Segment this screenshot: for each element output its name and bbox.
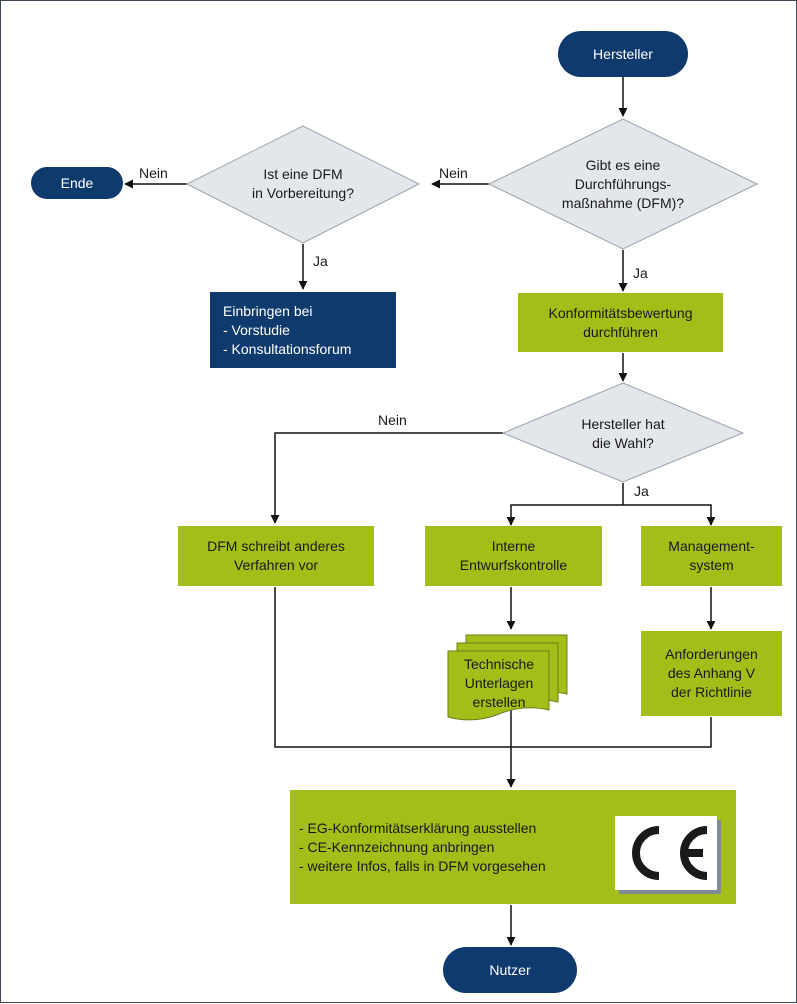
anforderungen-shape (641, 631, 782, 716)
decision-dfm-line-1: Gibt es eine (585, 156, 661, 173)
end-ende-label: Ende (60, 174, 94, 191)
decision-wahl-shape (501, 382, 745, 483)
final-line-2: - CE-Kennzeichnung anbringen (299, 838, 495, 855)
management-line-1: Management- (668, 538, 755, 554)
start-hersteller-label: Hersteller (593, 45, 653, 62)
management-label: Management- system (641, 526, 782, 586)
edge-label-dfm-no: Nein (439, 165, 468, 181)
decision-vorbereitung-shape (185, 125, 421, 244)
management-shape (641, 526, 782, 586)
decision-dfm-shape (487, 118, 759, 250)
konformitaet-line-2: durchführen (583, 323, 658, 340)
decision-wahl-line-1: Hersteller hat (581, 416, 665, 432)
interne-label: Interne Entwurfskontrolle (425, 526, 602, 586)
konformitaet-shape (518, 293, 723, 352)
management-line-2: system (689, 557, 734, 573)
connector-wahl-no (270, 432, 503, 524)
decision-vorbereitung-line-2: in Vorbereitung? (252, 185, 354, 201)
start-hersteller-shape (558, 31, 688, 77)
technische-line-3: erstellen (472, 693, 526, 710)
anforderungen-line-2: des Anhang V (667, 665, 756, 681)
final-line-1: - EG-Konformitätserklärung ausstellen (299, 819, 537, 836)
decision-wahl-label: Hersteller hat die Wahl? (533, 411, 713, 457)
einbringen-label: Einbringen bei - Vorstudie - Konsultatio… (223, 292, 393, 368)
edge-label-wahl-yes: Ja (634, 483, 649, 499)
dfm-anderes-line-1: DFM schreibt anderes (207, 538, 345, 554)
anforderungen-line-1: Anforderungen (665, 646, 758, 662)
einbringen-line-1: Einbringen bei (223, 302, 313, 319)
end-ende-shape (31, 167, 123, 199)
decision-dfm-line-3: maßnahme (DFM)? (561, 194, 685, 211)
connector-split-right (623, 504, 716, 526)
edge-label-vorbereitung-no: Nein (139, 165, 168, 181)
decision-dfm-line-2: Durchführungs- (574, 175, 672, 192)
final-line-3: - weitere Infos, falls in DFM vorgesehen (299, 857, 546, 874)
connector-split-left (506, 504, 623, 526)
end-nutzer-shape (443, 947, 577, 993)
anforderungen-line-3: der Richtlinie (671, 684, 752, 700)
einbringen-line-2: - Vorstudie (223, 321, 290, 338)
interne-line-1: Interne (491, 538, 536, 554)
end-nutzer-label: Nutzer (489, 961, 531, 978)
technische-line-1: Technische (463, 655, 535, 672)
multi-document-shape (447, 634, 568, 721)
interne-line-2: Entwurfskontrolle (459, 557, 568, 573)
interne-shape (425, 526, 602, 586)
konformitaet-label: Konformitätsbewertung durchführen (518, 293, 723, 352)
technische-line-2: Unterlagen (464, 674, 534, 691)
ce-mark-badge (615, 816, 717, 890)
technische-label: Technische Unterlagen erstellen (450, 653, 548, 713)
dfm-anderes-line-2: Verfahren vor (233, 557, 319, 573)
decision-wahl-line-2: die Wahl? (592, 435, 654, 451)
anforderungen-label: Anforderungen des Anhang V der Richtlini… (641, 631, 782, 716)
konformitaet-line-1: Konformitätsbewertung (548, 304, 693, 321)
einbringen-shape (210, 292, 396, 368)
decision-vorbereitung-label: Ist eine DFM in Vorbereitung? (213, 161, 393, 207)
edge-label-vorbereitung-yes: Ja (313, 253, 328, 269)
dfm-anderes-label: DFM schreibt anderes Verfahren vor (178, 526, 374, 586)
decision-dfm-label: Gibt es eine Durchführungs- maßnahme (DF… (516, 151, 730, 217)
dfm-anderes-shape (178, 526, 374, 586)
connectors (124, 77, 716, 946)
decision-vorbereitung-line-1: Ist eine DFM (263, 166, 343, 182)
einbringen-line-3: - Konsultationsforum (223, 340, 352, 357)
edge-label-wahl-no: Nein (378, 412, 407, 428)
edge-label-dfm-yes: Ja (633, 265, 648, 281)
ce-mark-icon (632, 826, 708, 880)
connector-merge (274, 587, 712, 748)
final-label: - EG-Konformitätserklärung ausstellen - … (299, 790, 611, 904)
